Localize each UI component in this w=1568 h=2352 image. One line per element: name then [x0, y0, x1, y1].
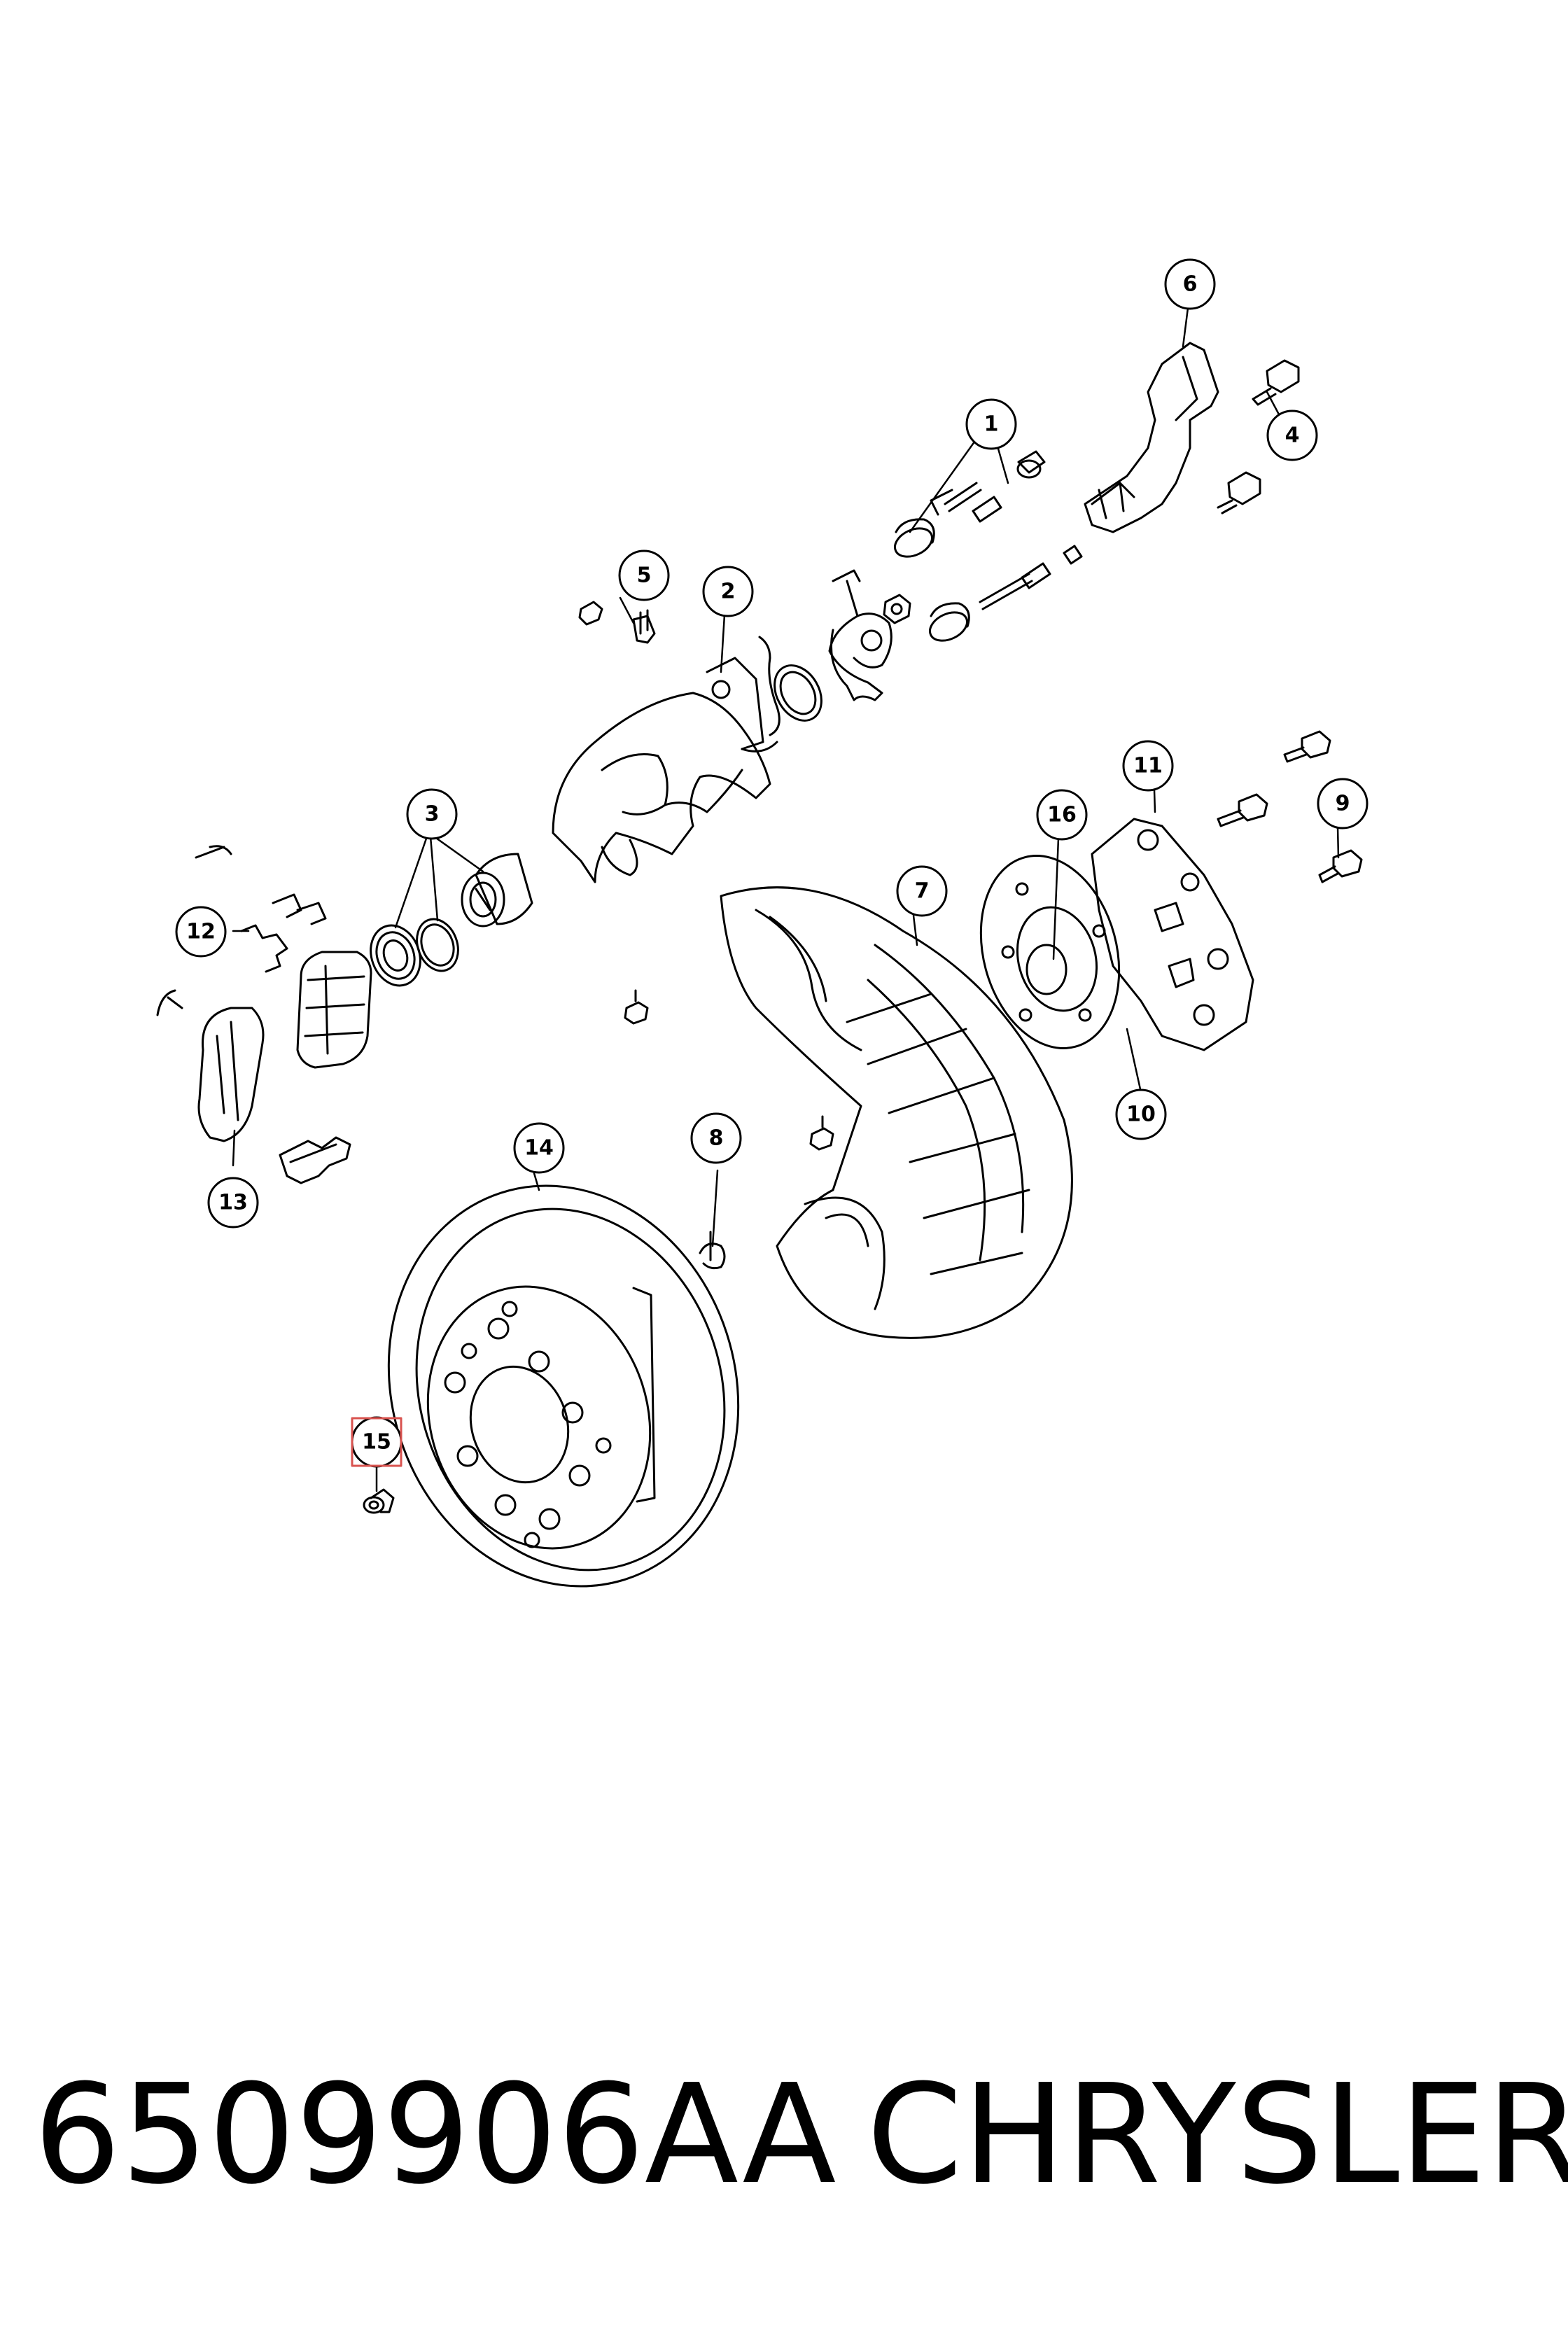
- callout-circle-5: [618, 550, 670, 601]
- bracket-bolt-lower: [1217, 471, 1261, 514]
- callout-circle-12: [175, 906, 227, 958]
- pad-clip-set-upper: [195, 845, 327, 973]
- callout-circle-2: [702, 566, 754, 617]
- knuckle-bolt-middle: [1217, 793, 1268, 827]
- shield-bolt-left: [624, 989, 649, 1025]
- piston-seal: [416, 918, 459, 972]
- callout-label-16: 16: [1047, 803, 1077, 827]
- callout-circle-11: [1122, 740, 1174, 792]
- callout-circle-4: [1266, 410, 1318, 461]
- callout-leader-lines: [232, 307, 1340, 1492]
- hub-bearing-assembly: [979, 855, 1121, 1049]
- callout-label-10: 10: [1126, 1102, 1156, 1127]
- part-number: 6509906AA: [34, 2055, 836, 2215]
- caliper-piston: [461, 853, 533, 927]
- callout-circle-14: [513, 1122, 565, 1174]
- callout-label-3: 3: [425, 802, 440, 827]
- guide-pin-bolt-lower: [979, 545, 1083, 610]
- callout-label-5: 5: [637, 564, 652, 588]
- pad-clip-set-lower: [279, 1136, 351, 1184]
- small-nut: [883, 594, 911, 624]
- steering-knuckle: [1091, 818, 1254, 1051]
- bracket-bolt-upper: [1252, 359, 1300, 406]
- guide-pin-boot-lower: [929, 602, 970, 642]
- callout-circle-16: [1036, 789, 1088, 841]
- callout-circles: [175, 258, 1368, 1468]
- callout-circle-8: [690, 1112, 742, 1164]
- caliper-bracket-plate: [828, 569, 892, 701]
- shield-bolt-right: [809, 1115, 834, 1151]
- callout-label-7: 7: [915, 879, 930, 904]
- caliper-housing: [552, 657, 778, 883]
- piston-dust-boot: [370, 924, 421, 987]
- wheel-speed-sensor-clip: [699, 1231, 726, 1270]
- callout-circle-7: [896, 865, 948, 917]
- callout-label-12: 12: [186, 920, 216, 944]
- knuckle-bolt-lower: [1318, 849, 1363, 883]
- callout-circle-13: [207, 1177, 259, 1228]
- callout-circle-3: [406, 788, 458, 840]
- highlight-box-15: [351, 1417, 402, 1467]
- rotor-retaining-screw: [363, 1488, 395, 1514]
- callout-label-1: 1: [984, 412, 999, 437]
- caliper-adapter-bracket: [1084, 342, 1219, 533]
- callout-label-8: 8: [709, 1126, 724, 1151]
- callout-label-2: 2: [721, 580, 736, 604]
- callout-circle-1: [965, 398, 1017, 450]
- callout-labels: 1 2 3 4 5 6 7 8 9 10 11 12 13 14 15 16: [186, 272, 1350, 1455]
- callout-circle-6: [1164, 258, 1216, 310]
- callout-label-15: 15: [362, 1430, 391, 1455]
- caliper-seal-ring: [758, 636, 822, 736]
- brand-name: CHRYSLER: [867, 2055, 1568, 2215]
- callout-label-11: 11: [1133, 754, 1163, 778]
- callout-label-9: 9: [1336, 792, 1350, 816]
- callout-circle-9: [1317, 778, 1368, 830]
- bleeder-screw: [578, 601, 656, 644]
- brake-pad-outer: [156, 989, 265, 1142]
- knuckle-bolt-upper: [1283, 730, 1331, 763]
- callout-label-13: 13: [218, 1191, 248, 1215]
- dust-shield: [720, 886, 1073, 1339]
- brake-pad-inner: [296, 951, 372, 1069]
- callout-label-4: 4: [1285, 424, 1300, 448]
- guide-pin-boot-upper: [894, 518, 935, 558]
- callout-circle-10: [1115, 1088, 1167, 1140]
- guide-pin-bolt-upper: [930, 450, 1046, 523]
- callout-label-6: 6: [1183, 272, 1198, 297]
- brake-rotor: [387, 1184, 740, 1588]
- callout-label-14: 14: [524, 1136, 554, 1161]
